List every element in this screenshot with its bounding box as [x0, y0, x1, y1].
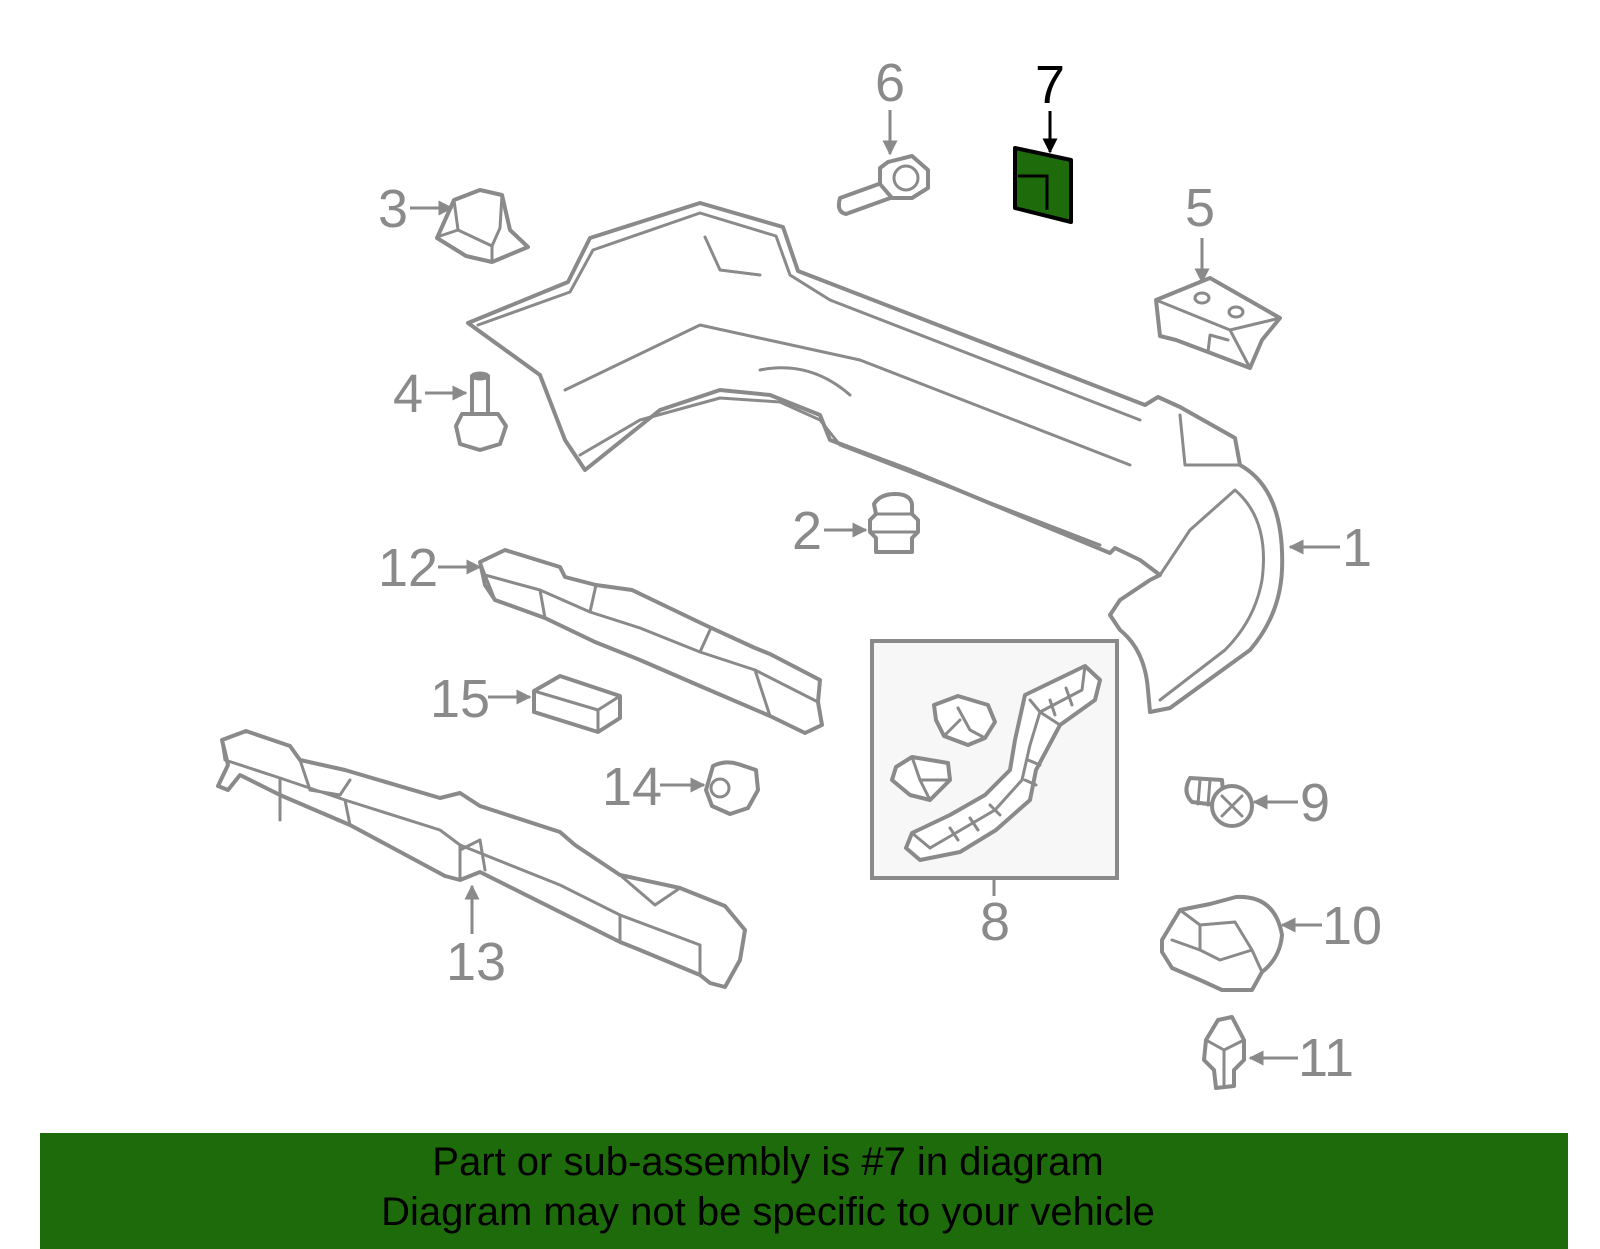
callout-9: 9: [1300, 773, 1330, 833]
callout-10: 10: [1322, 896, 1382, 956]
bumper-cover-part-1: [466, 201, 1285, 714]
callout-4: 4: [393, 364, 423, 424]
banner-line-2: Diagram may not be specific to your vehi…: [381, 1190, 1155, 1234]
leader-lines: [410, 110, 1340, 1066]
bracket-part-3: [435, 188, 530, 264]
pad-part-15: [532, 674, 622, 734]
screw-part-9: [1184, 776, 1254, 828]
callout-14: 14: [602, 757, 662, 817]
callout-1: 1: [1342, 518, 1372, 578]
callout-8: 8: [980, 892, 1010, 952]
info-banner: Part or sub-assembly is #7 in diagram Di…: [40, 1133, 1568, 1249]
callout-15: 15: [430, 669, 490, 729]
bolt-part-4: [454, 371, 508, 452]
bracket-set-part-8: [870, 639, 1119, 880]
callout-6: 6: [875, 53, 905, 113]
bracket-part-5: [1154, 276, 1282, 370]
banner-line-1: Part or sub-assembly is #7 in diagram: [432, 1140, 1104, 1184]
pad-part-7-highlighted: [1013, 146, 1073, 224]
callout-7-highlighted: 7: [1035, 55, 1065, 115]
callout-2: 2: [792, 501, 822, 561]
callout-13: 13: [446, 932, 506, 992]
absorber-part-12: [478, 548, 824, 735]
clip-part-14: [704, 760, 760, 816]
callout-11: 11: [1298, 1028, 1354, 1088]
parts-diagram: 1 2 3 4 5 6 7 8 9 10 11 12 13 14 15: [216, 53, 1382, 1090]
callout-3: 3: [378, 179, 408, 239]
bolt-part-6: [836, 154, 930, 216]
callout-5: 5: [1185, 178, 1215, 238]
clip-part-2: [868, 492, 920, 554]
retainer-part-10: [1160, 894, 1284, 992]
callout-12: 12: [378, 538, 438, 598]
absorber-part-13: [216, 729, 747, 989]
push-clip-part-11: [1202, 1015, 1246, 1090]
